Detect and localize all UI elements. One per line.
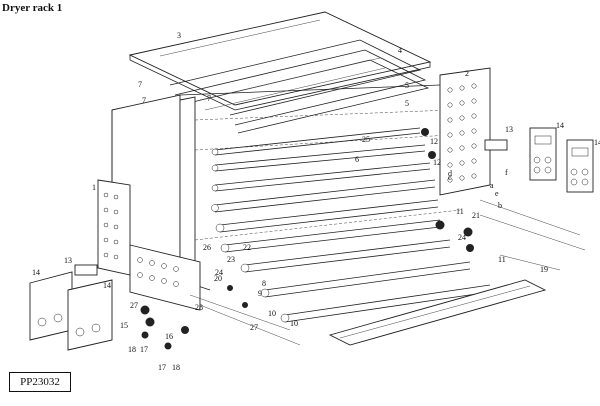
callout-11-b: 11 [498,255,506,264]
callout-14-b: 14 [103,281,111,290]
callout-7-c: 7 [207,94,211,103]
callout-labels: 3 4 5 5 2 7 7 7 25 6 13 14 14 12 12 1 c … [32,31,600,372]
callout-27-b: 27 [130,301,138,310]
shafts [189,199,586,346]
callout-f: f [505,168,508,177]
callout-3: 3 [177,31,181,40]
callout-8: 8 [262,279,266,288]
left-end-cap-2 [67,279,113,351]
top-rails [169,39,430,134]
callout-22: 22 [243,243,251,252]
gears [140,128,474,350]
callout-2: 2 [465,69,469,78]
callout-10-a: 10 [268,309,276,318]
callout-e: e [495,189,499,198]
callout-12-b: 12 [433,158,441,167]
callout-17-b: 17 [158,363,166,372]
bottom-shelf [328,279,547,346]
callout-14-a: 14 [32,268,40,277]
callout-14-c: 14 [556,121,564,130]
callout-7-a: 7 [138,80,142,89]
callout-23: 23 [227,255,235,264]
callout-18-a: 18 [128,345,136,354]
callout-13-a: 13 [64,256,72,265]
callout-16: 16 [165,332,173,341]
right-end-cap-1 [529,127,557,181]
right-side-frame [439,67,491,196]
rollers [214,127,491,323]
callout-28: 28 [195,303,203,312]
callout-4: 4 [398,46,402,55]
callout-13-b: 13 [505,125,513,134]
part-code-box: PP23032 [9,372,71,392]
callout-1: 1 [92,183,96,192]
callout-15: 15 [120,321,128,330]
callout-14-d: 14 [594,138,600,147]
callout-17-a: 17 [140,345,148,354]
callout-b: b [498,201,502,210]
right-end-cap-2 [566,139,594,193]
callout-21: 21 [472,211,480,220]
callout-6: 6 [355,155,359,164]
diagram-title: Dryer rack 1 [2,2,63,14]
callout-24-b: 24 [458,233,466,242]
callout-5-a: 5 [405,81,409,90]
callout-10-b: 10 [290,319,298,328]
callout-19: 19 [540,265,548,274]
handle-left [74,264,98,276]
callout-9: 9 [258,289,262,298]
callout-d: d [448,169,452,178]
top-cover-plate [128,11,432,111]
callout-27-a: 27 [250,323,258,332]
callout-c: c [448,173,452,182]
callout-a: a [490,181,494,190]
callout-25: 26 [203,243,211,252]
left-side-frame [97,179,201,311]
callout-24-a: 24 [215,268,223,277]
callout-12-a: 12 [430,137,438,146]
callout-5-b: 5 [405,99,409,108]
callout-20: 20 [214,274,222,283]
roller-ends [211,148,290,323]
callout-7-b: 7 [142,96,146,105]
left-end-cap-1 [29,271,73,341]
callout-26: 25 [362,135,370,144]
callout-18-b: 18 [172,363,180,372]
callout-11-a: 11 [456,207,464,216]
handle-right [484,139,508,151]
